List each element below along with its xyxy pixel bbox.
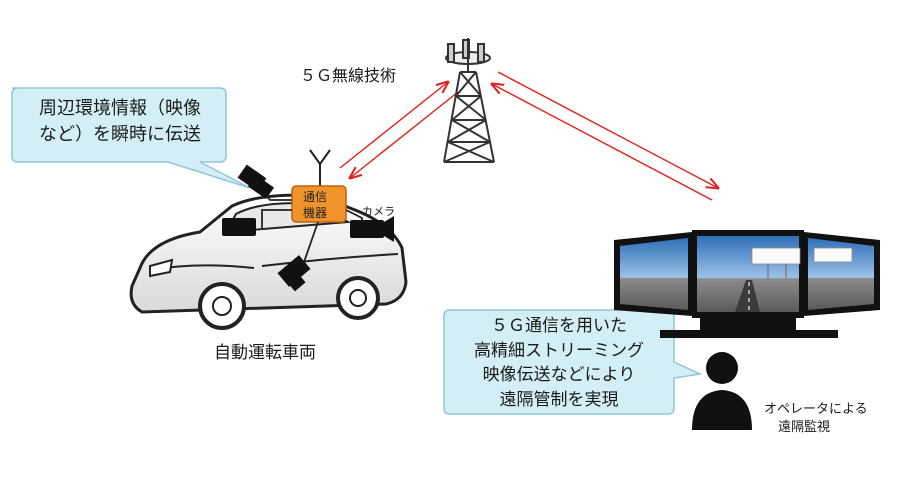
camera-label: カメラ: [362, 205, 395, 218]
car-label: 自動運転車両: [214, 343, 316, 363]
operator-label-line1: オペレータによる: [764, 402, 868, 417]
comm-device-box: [291, 185, 347, 223]
antenna-icon: [309, 149, 331, 188]
callout-left-line: など）を瞬時に伝送: [39, 124, 201, 145]
autonomous-car: [129, 193, 408, 330]
callout-right-line: 遠隔管制を実現: [499, 389, 619, 410]
camera-icon: [222, 164, 394, 292]
operator-label-line2: 遠隔監視: [778, 420, 831, 435]
operator-silhouette: [692, 352, 752, 430]
callout-left-text: 周辺環境情報（映像 など）を瞬時に伝送: [20, 96, 220, 148]
callout-left: [11, 87, 251, 189]
callout-left-line: 周辺環境情報（映像: [39, 98, 201, 119]
callout-right-line: 映像伝送などにより: [482, 365, 636, 385]
arrows-tower-monitor: [492, 71, 718, 201]
device-label-line2: 機器: [303, 206, 328, 220]
monitor-display: [614, 230, 880, 338]
arrows-car-tower: [339, 82, 459, 178]
device-label-line1: 通信: [303, 190, 328, 204]
cell-tower: [443, 38, 495, 163]
wireless-label: ５Ｇ無線技術: [300, 66, 397, 85]
callout-right-text: ５Ｇ通信を用いた 高精細ストリーミング 映像伝送などにより 遠隔管制を実現: [450, 314, 668, 412]
callout-right-line: ５Ｇ通信を用いた: [491, 316, 627, 336]
callout-right-line: 高精細ストリーミング: [474, 340, 644, 361]
